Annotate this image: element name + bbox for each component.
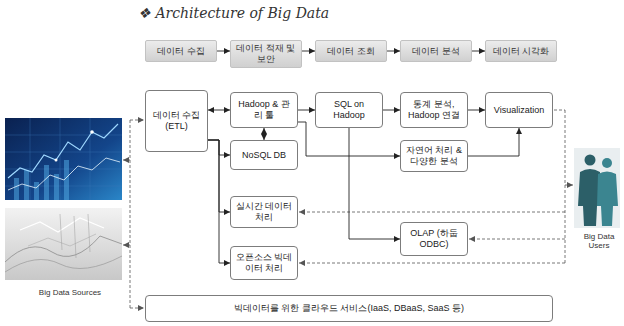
box-text: 데이터 분석 (412, 46, 460, 57)
flow-connector (298, 110, 315, 111)
box-text: 오픈소스 빅데이터 처리 (234, 252, 294, 274)
caption-label: Big Data Users (576, 232, 622, 250)
flow-connector (349, 128, 400, 239)
process-box: 실시간 데이터 처리 (230, 196, 298, 228)
flow-connector (264, 128, 265, 140)
box-text: 데이터 수집 (157, 46, 205, 57)
process-box: Visualization (485, 92, 553, 128)
process-box: SQL on Hadoop (315, 92, 383, 128)
box-text: 자연어 처리 & 다양한 분석 (404, 145, 464, 167)
box-text: 데이터 시각화 (493, 46, 550, 57)
flow-connector (208, 110, 230, 111)
flow-connector (383, 110, 400, 111)
process-box: 자연어 처리 & 다양한 분석 (400, 140, 468, 172)
box-text: Visualization (494, 105, 544, 116)
terrain-picture (5, 208, 122, 280)
box-text: 실시간 데이터 처리 (234, 201, 294, 223)
stage-box: 데이터 적재 및 보안 (230, 40, 302, 68)
source-wires (123, 120, 144, 308)
caption-label: Big Data Sources (18, 288, 122, 297)
flow-connector (468, 128, 519, 156)
box-text: 데이터 조회 (327, 46, 375, 57)
box-text: 통계 분석, Hadoop 연결 (404, 99, 464, 121)
diagram-title: ❖ Architecture of Big Data (138, 5, 329, 21)
stage-box: 데이터 조회 (315, 40, 387, 62)
users-picture (574, 148, 620, 228)
stage-box: 데이터 수집 (145, 40, 217, 62)
flow-connector (217, 51, 230, 52)
process-box: OLAP (하둡 ODBC) (400, 222, 468, 256)
user-wires (299, 110, 573, 263)
flow-connector (472, 51, 485, 52)
process-box: 데이터 수집 (ETL) (145, 90, 208, 152)
box-text: 데이터 수집 (ETL) (149, 110, 204, 132)
flow-connector (387, 51, 400, 52)
box-text: NoSQL DB (242, 150, 286, 161)
box-text: SQL on Hadoop (319, 99, 379, 121)
stage-box: 데이터 시각화 (485, 40, 557, 62)
stage-box: 데이터 분석 (400, 40, 472, 62)
service-band: 빅데이터를 위한 클라우드 서비스(IaaS, DBaaS, SaaS 등) (145, 295, 553, 322)
flow-connector (302, 51, 315, 52)
process-box: 통계 분석, Hadoop 연결 (400, 92, 468, 128)
flow-connector (468, 110, 485, 111)
process-box: NoSQL DB (230, 140, 298, 170)
process-box: Hadoop & 관리 툴 (230, 92, 298, 128)
chart-picture (5, 118, 122, 200)
flow-connector (208, 140, 230, 263)
box-text: 빅데이터를 위한 클라우드 서비스(IaaS, DBaaS, SaaS 등) (234, 303, 464, 314)
process-box: 오픈소스 빅데이터 처리 (230, 246, 298, 280)
box-text: OLAP (하둡 ODBC) (404, 228, 464, 250)
box-text: 데이터 적재 및 보안 (234, 43, 298, 65)
box-text: Hadoop & 관리 툴 (234, 99, 294, 121)
